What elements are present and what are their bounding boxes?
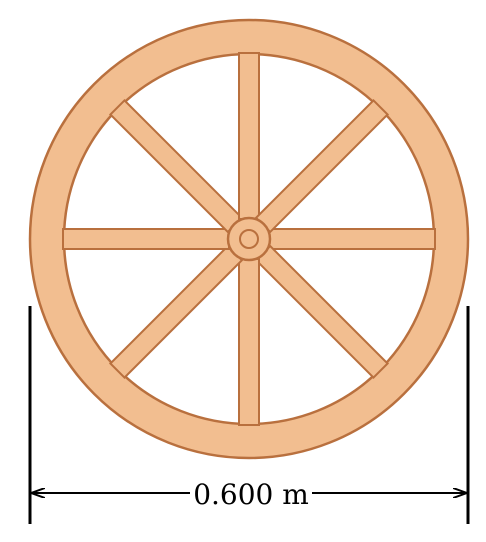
wheel-spoke xyxy=(268,228,436,250)
wheel-spoke xyxy=(62,228,230,250)
wheel-spoke xyxy=(238,258,260,426)
diameter-label: 0.600 m xyxy=(193,478,309,511)
wheel-axle xyxy=(239,229,259,249)
wheel-spoke xyxy=(238,52,260,220)
